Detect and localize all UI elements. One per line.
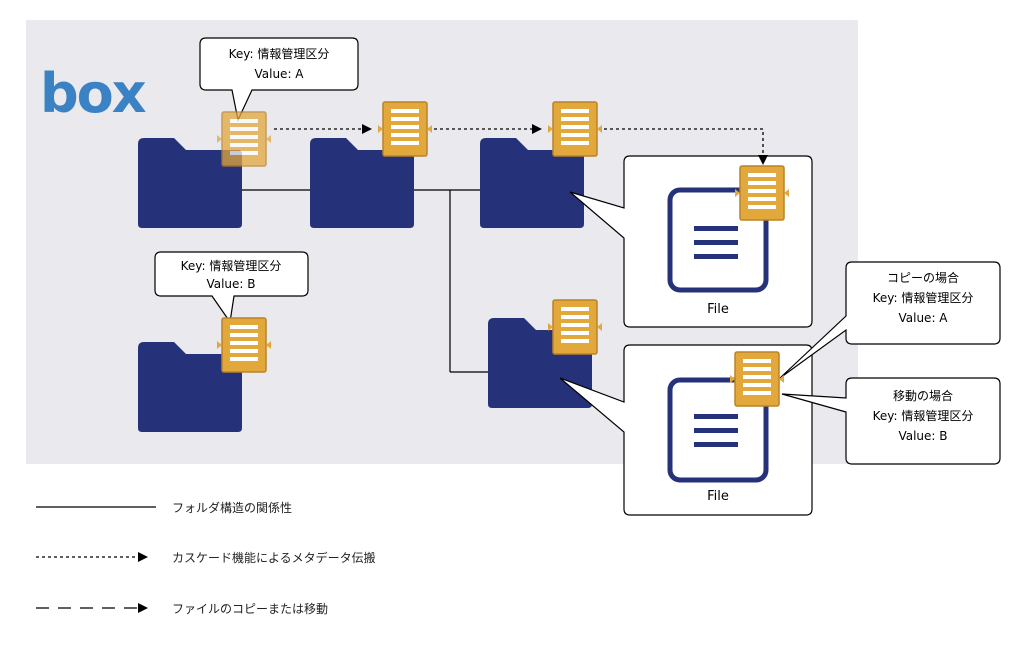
metadata-tag-file-bottom bbox=[729, 351, 785, 407]
box-logo: box bbox=[40, 62, 147, 125]
legend-dotted-label: カスケード機能によるメタデータ伝搬 bbox=[172, 551, 376, 565]
metadata-tag-grandchild bbox=[547, 101, 603, 157]
callout-move-title: 移動の場合 bbox=[893, 388, 953, 403]
callout-folder-a-key: Key: 情報管理区分 bbox=[229, 46, 330, 61]
legend-solid-label: フォルダ構造の関係性 bbox=[172, 501, 293, 515]
callout-move-case: 移動の場合 Key: 情報管理区分 Value: B bbox=[781, 377, 1001, 465]
legend-dashed-label: ファイルのコピーまたは移動 bbox=[172, 602, 329, 616]
metadata-tag-child bbox=[377, 101, 433, 157]
metadata-tag-file-top bbox=[734, 165, 790, 221]
callout-folder-a: Key: 情報管理区分 Value: A bbox=[199, 37, 359, 122]
document-icon-top bbox=[667, 187, 769, 293]
callout-copy-key: Key: 情報管理区分 bbox=[873, 290, 974, 305]
callout-copy-case: コピーの場合 Key: 情報管理区分 Value: A bbox=[779, 261, 1001, 379]
metadata-tag-sibling bbox=[547, 299, 603, 355]
callout-copy-value: Value: A bbox=[898, 311, 948, 325]
cascade-arrows bbox=[274, 124, 768, 165]
callout-copy-title: コピーの場合 bbox=[887, 270, 959, 285]
callout-folder-b-key: Key: 情報管理区分 bbox=[181, 258, 282, 273]
callout-move-value: Value: B bbox=[898, 429, 947, 443]
document-icon-bottom bbox=[667, 377, 769, 483]
legend-lines bbox=[36, 506, 156, 613]
callout-folder-b-value: Value: B bbox=[206, 277, 255, 291]
file-label-bottom: File bbox=[707, 489, 729, 504]
metadata-tag-separate bbox=[216, 317, 272, 373]
metadata-tag-root bbox=[216, 111, 272, 167]
callout-move-key: Key: 情報管理区分 bbox=[873, 408, 974, 423]
callout-folder-a-value: Value: A bbox=[254, 67, 304, 81]
file-label-top: File bbox=[707, 302, 729, 317]
callout-folder-b: Key: 情報管理区分 Value: B bbox=[154, 251, 309, 324]
